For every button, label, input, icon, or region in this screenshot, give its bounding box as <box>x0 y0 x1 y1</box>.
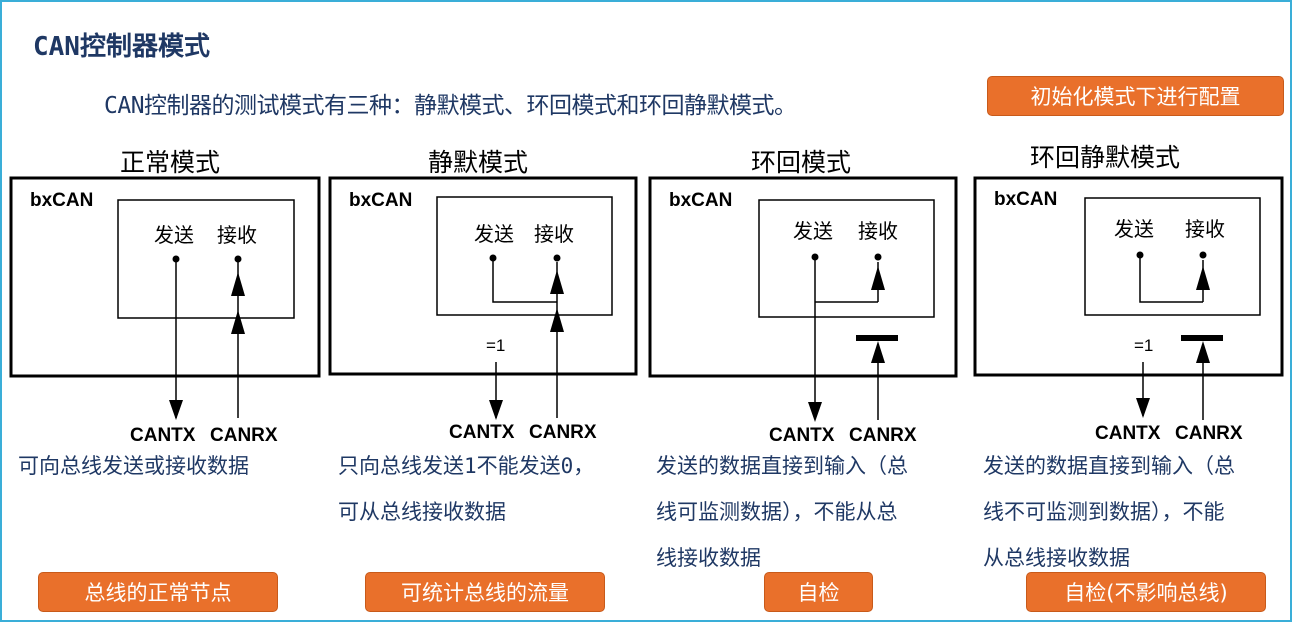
rx-arrow-1 <box>550 270 564 294</box>
block-bar <box>1181 335 1223 341</box>
tx-arrow <box>169 400 183 420</box>
desc-line: 从总线接收数据 <box>983 546 1130 570</box>
rx-arrow-1 <box>231 272 245 296</box>
loop-line <box>492 258 557 303</box>
eq-one: =1 <box>486 336 505 355</box>
pin-rx: CANRX <box>849 425 917 446</box>
outer-box <box>973 176 1284 377</box>
tx-label: 发送 <box>1114 217 1154 241</box>
tx-label: 发送 <box>154 223 194 247</box>
desc-line: 可从总线接收数据 <box>338 500 506 524</box>
block-label: bxCAN <box>669 190 732 211</box>
mode-title-silent: 静默模式 <box>428 148 529 177</box>
pin-rx: CANRX <box>1175 423 1243 444</box>
rx-label: 接收 <box>858 219 898 243</box>
inner-box <box>436 196 613 316</box>
desc-loopback: 发送的数据直接到输入（总 线可监测数据），不能从总 线接收数据 <box>656 443 908 581</box>
bar-arrow <box>871 341 885 363</box>
pin-tx: CANTX <box>130 425 196 446</box>
inner-box <box>758 199 935 318</box>
outer-box <box>328 176 638 376</box>
rx-dot <box>234 255 242 263</box>
loop-line <box>1139 255 1203 303</box>
pin-tx: CANTX <box>449 422 515 443</box>
desc-line: 发送的数据直接到输入（总 <box>983 454 1235 478</box>
diagram-loopback-silent: bxCAN 发送 接收 =1 CANTX CANRX <box>973 176 1284 444</box>
inner-box <box>1084 197 1261 316</box>
diagram-silent: bxCAN 发送 接收 =1 CANTX CANRX <box>328 176 638 443</box>
config-badge: 初始化模式下进行配置 <box>987 76 1284 116</box>
rx-label: 接收 <box>217 223 257 247</box>
desc-loopback-silent: 发送的数据直接到输入（总 线不可监测到数据），不能 从总线接收数据 <box>983 443 1235 581</box>
tx-arrow <box>1136 398 1150 418</box>
badge-loopback-silent: 自检(不影响总线) <box>1026 572 1266 612</box>
intro-text: CAN控制器的测试模式有三种：静默模式、环回模式和环回静默模式。 <box>104 93 797 119</box>
rx-label: 接收 <box>1185 217 1225 241</box>
desc-line: 只向总线发送1不能发送0， <box>338 454 595 478</box>
rx-arrow <box>871 266 885 290</box>
rx-label: 接收 <box>534 222 574 246</box>
page-title: CAN控制器模式 <box>33 32 210 62</box>
rx-dot <box>1199 251 1207 259</box>
diagram-loopback: bxCAN 发送 接收 CANTX CANRX <box>648 176 958 446</box>
desc-line: 线可监测数据），不能从总 <box>656 500 898 524</box>
desc-normal: 可向总线发送或接收数据 <box>18 443 249 489</box>
block-label: bxCAN <box>349 190 412 211</box>
badge-silent: 可统计总线的流量 <box>365 572 605 612</box>
pin-rx: CANRX <box>529 422 597 443</box>
desc-line: 发送的数据直接到输入（总 <box>656 454 908 478</box>
bar-arrow <box>1196 341 1210 363</box>
block-label: bxCAN <box>994 189 1057 210</box>
tx-arrow <box>489 400 503 420</box>
mode-title-normal: 正常模式 <box>120 148 221 177</box>
tx-label: 发送 <box>793 219 833 243</box>
mode-title-loopback: 环回模式 <box>751 148 852 177</box>
mode-title-loopback-silent: 环回静默模式 <box>1030 143 1181 172</box>
badge-loopback: 自检 <box>764 572 873 612</box>
pin-tx: CANTX <box>769 425 835 446</box>
eq-one: =1 <box>1134 336 1153 355</box>
desc-line: 线不可监测到数据），不能 <box>983 500 1225 524</box>
rx-arrow-2 <box>550 308 564 332</box>
outer-box <box>648 176 958 378</box>
rx-arrow <box>1196 266 1210 290</box>
desc-line: 线接收数据 <box>656 546 761 570</box>
desc-silent: 只向总线发送1不能发送0， 可从总线接收数据 <box>338 443 594 535</box>
pin-tx: CANTX <box>1095 423 1161 444</box>
rx-dot <box>553 254 561 262</box>
rx-dot <box>874 253 882 261</box>
outer-box <box>9 176 321 378</box>
block-label: bxCAN <box>30 190 93 211</box>
diagram-normal: bxCAN 发送 接收 CANTX CANRX <box>9 176 321 446</box>
desc-line: 可向总线发送或接收数据 <box>18 454 249 478</box>
tx-label: 发送 <box>474 222 514 246</box>
pin-rx: CANRX <box>210 425 278 446</box>
tx-arrow <box>808 402 822 422</box>
inner-box <box>117 199 295 319</box>
rx-arrow-2 <box>231 310 245 334</box>
badge-normal: 总线的正常节点 <box>38 572 278 612</box>
block-bar <box>856 335 898 341</box>
